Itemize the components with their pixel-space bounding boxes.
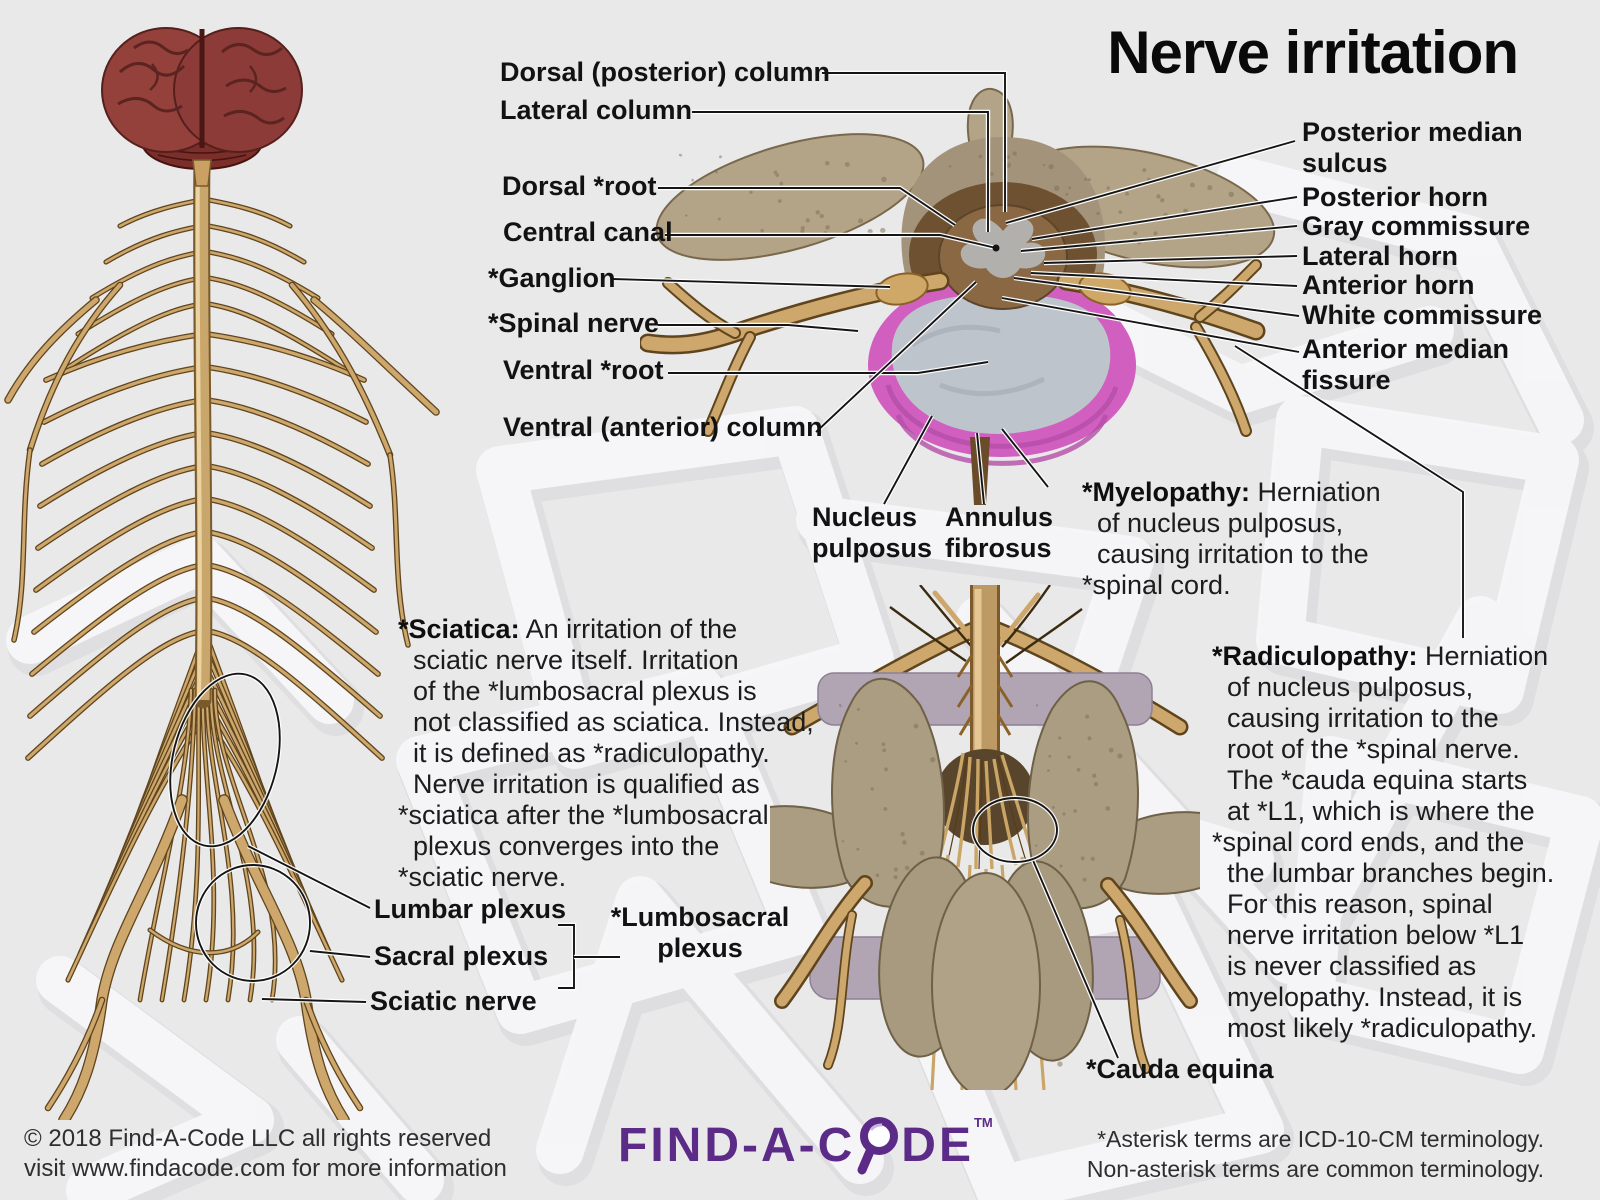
sciatica-term: *Sciatica: [398, 614, 520, 644]
label-sacral-plexus: Sacral plexus [374, 941, 549, 971]
radiculopathy-definition: *Radiculopathy: Herniation of nucleus pu… [1212, 641, 1554, 1044]
annotation-circle-cauda-equina [972, 797, 1058, 863]
label-lateral-column: Lateral column [500, 95, 693, 125]
leader-ventral-column [815, 281, 977, 433]
magnifier-icon [857, 1117, 899, 1175]
sciatica-text: An irritation of the sciatic nerve itsel… [398, 614, 814, 892]
annotation-ellipse-sacral-plexus [195, 864, 311, 982]
leader-lateral-column [692, 111, 989, 232]
label-lateral-horn: Lateral horn [1302, 241, 1459, 271]
label-spinal-nerve: *Spinal nerve [488, 308, 660, 338]
label-annulus-fibrosus: Annulus fibrosus [945, 502, 1053, 563]
label-anterior-horn: Anterior horn [1302, 270, 1475, 300]
label-cauda-equina: *Cauda equina [1086, 1054, 1274, 1084]
leader-central-canal [665, 234, 997, 249]
leader-sciatic-nerve [261, 998, 367, 1003]
label-anterior-median-fissure: Anterior median fissure [1302, 334, 1510, 395]
label-dorsal-posterior-column: Dorsal (posterior) column [500, 57, 831, 87]
label-lumbosacral-plexus: *Lumbosacral plexus [610, 902, 790, 963]
peripheral-nerves [4, 197, 440, 1120]
leader-anterior-horn [1030, 272, 1298, 287]
copyright-line2: visit www.findacode.com for more informa… [24, 1155, 507, 1182]
terminology-line1: *Asterisk terms are ICD-10-CM terminolog… [1097, 1126, 1544, 1152]
leader-ganglion [611, 278, 891, 288]
leader-gray-commissure [1020, 225, 1298, 252]
leader-sacral-plexus [309, 950, 371, 958]
label-ventral-root: Ventral *root [503, 355, 664, 385]
label-posterior-horn: Posterior horn [1302, 182, 1489, 212]
leader-spinal-nerve [658, 324, 859, 332]
label-dorsal-root: Dorsal *root [502, 171, 657, 201]
label-nucleus-pulposus: Nucleus pulposus [812, 502, 932, 563]
logo-text-left: FIND-A-C [618, 1119, 856, 1172]
annotation-ellipse-lumbar-plexus-casing [168, 671, 282, 849]
copyright-notice: © 2018 Find-A-Code LLC all rights reserv… [24, 1124, 507, 1184]
bracket-lumbosacral-casing [558, 922, 577, 991]
myelopathy-text: Herniation of nucleus pulposus, causing … [1082, 477, 1381, 600]
label-lumbar-plexus: Lumbar plexus [374, 894, 567, 924]
lower-nerve-branches [774, 875, 1198, 1074]
leader-anterior-median-fissure [1001, 297, 1300, 353]
leader-radiculopathy [1234, 345, 1464, 638]
leader-nucleus-pulposus [883, 415, 933, 505]
leader-posterior-horn [1031, 196, 1298, 240]
myelopathy-term: *Myelopathy: [1082, 477, 1251, 507]
leader-dorsal-column-casing [822, 70, 1008, 212]
terminology-line2: Non-asterisk terms are common terminolog… [1086, 1156, 1544, 1182]
copyright-line1: © 2018 Find-A-Code LLC all rights reserv… [24, 1125, 492, 1152]
leader-cauda-equina [1031, 857, 1119, 1059]
radiculopathy-text: Herniation of nucleus pulposus, causing … [1212, 641, 1555, 1043]
leader-ventral-root-casing [668, 359, 989, 376]
label-posterior-median-sulcus: Posterior median sulcus [1302, 117, 1523, 178]
label-white-commissure: White commissure [1302, 300, 1543, 330]
dorsal-root-ganglion [875, 272, 929, 306]
leader-myelopathy [1001, 428, 1049, 488]
annotation-ellipse-lumbar-plexus [169, 672, 281, 848]
central-canal-dot [992, 244, 1000, 252]
leader-posterior-median-sulcus [1005, 140, 1296, 224]
lumbar-vertebra-figure [770, 585, 1200, 1090]
vertebra-bone [770, 677, 1200, 1067]
label-central-canal: Central canal [503, 217, 673, 247]
brain [101, 27, 303, 187]
gray-matter [960, 218, 1046, 278]
leader-lateral-column-casing [692, 109, 991, 232]
terminology-note: *Asterisk terms are ICD-10-CM terminolog… [1087, 1124, 1544, 1184]
leader-annulus-fibrosus [976, 432, 985, 505]
nervous-system-figure [4, 27, 440, 1120]
radiculopathy-term: *Radiculopathy: [1212, 641, 1418, 671]
leader-dorsal-root [658, 187, 956, 226]
sacral-bone-lobes [878, 856, 1094, 1090]
sciatica-definition: *Sciatica: An irritation of the sciatic … [398, 614, 814, 893]
label-ganglion: *Ganglion [488, 263, 616, 293]
leader-white-commissure [1013, 277, 1300, 317]
logo-text-right: DE [901, 1119, 974, 1172]
leader-lateral-horn [1043, 255, 1298, 264]
label-sciatic-nerve: Sciatic nerve [370, 986, 537, 1016]
leader-dorsal-column [822, 72, 1006, 212]
logo-trademark: TM [973, 1115, 993, 1130]
bracket-lumbosacral [558, 924, 575, 989]
leader-dorsal-root-casing [658, 185, 957, 227]
spinal-cord [193, 143, 213, 709]
leader-lumbar-plexus [247, 845, 371, 909]
label-gray-commissure: Gray commissure [1302, 211, 1531, 241]
page-title: Nerve irritation [1107, 19, 1519, 86]
myelopathy-definition: *Myelopathy: Herniation of nucleus pulpo… [1082, 477, 1381, 601]
label-ventral-anterior-column: Ventral (anterior) column [503, 412, 823, 442]
leader-ventral-root [668, 361, 989, 374]
